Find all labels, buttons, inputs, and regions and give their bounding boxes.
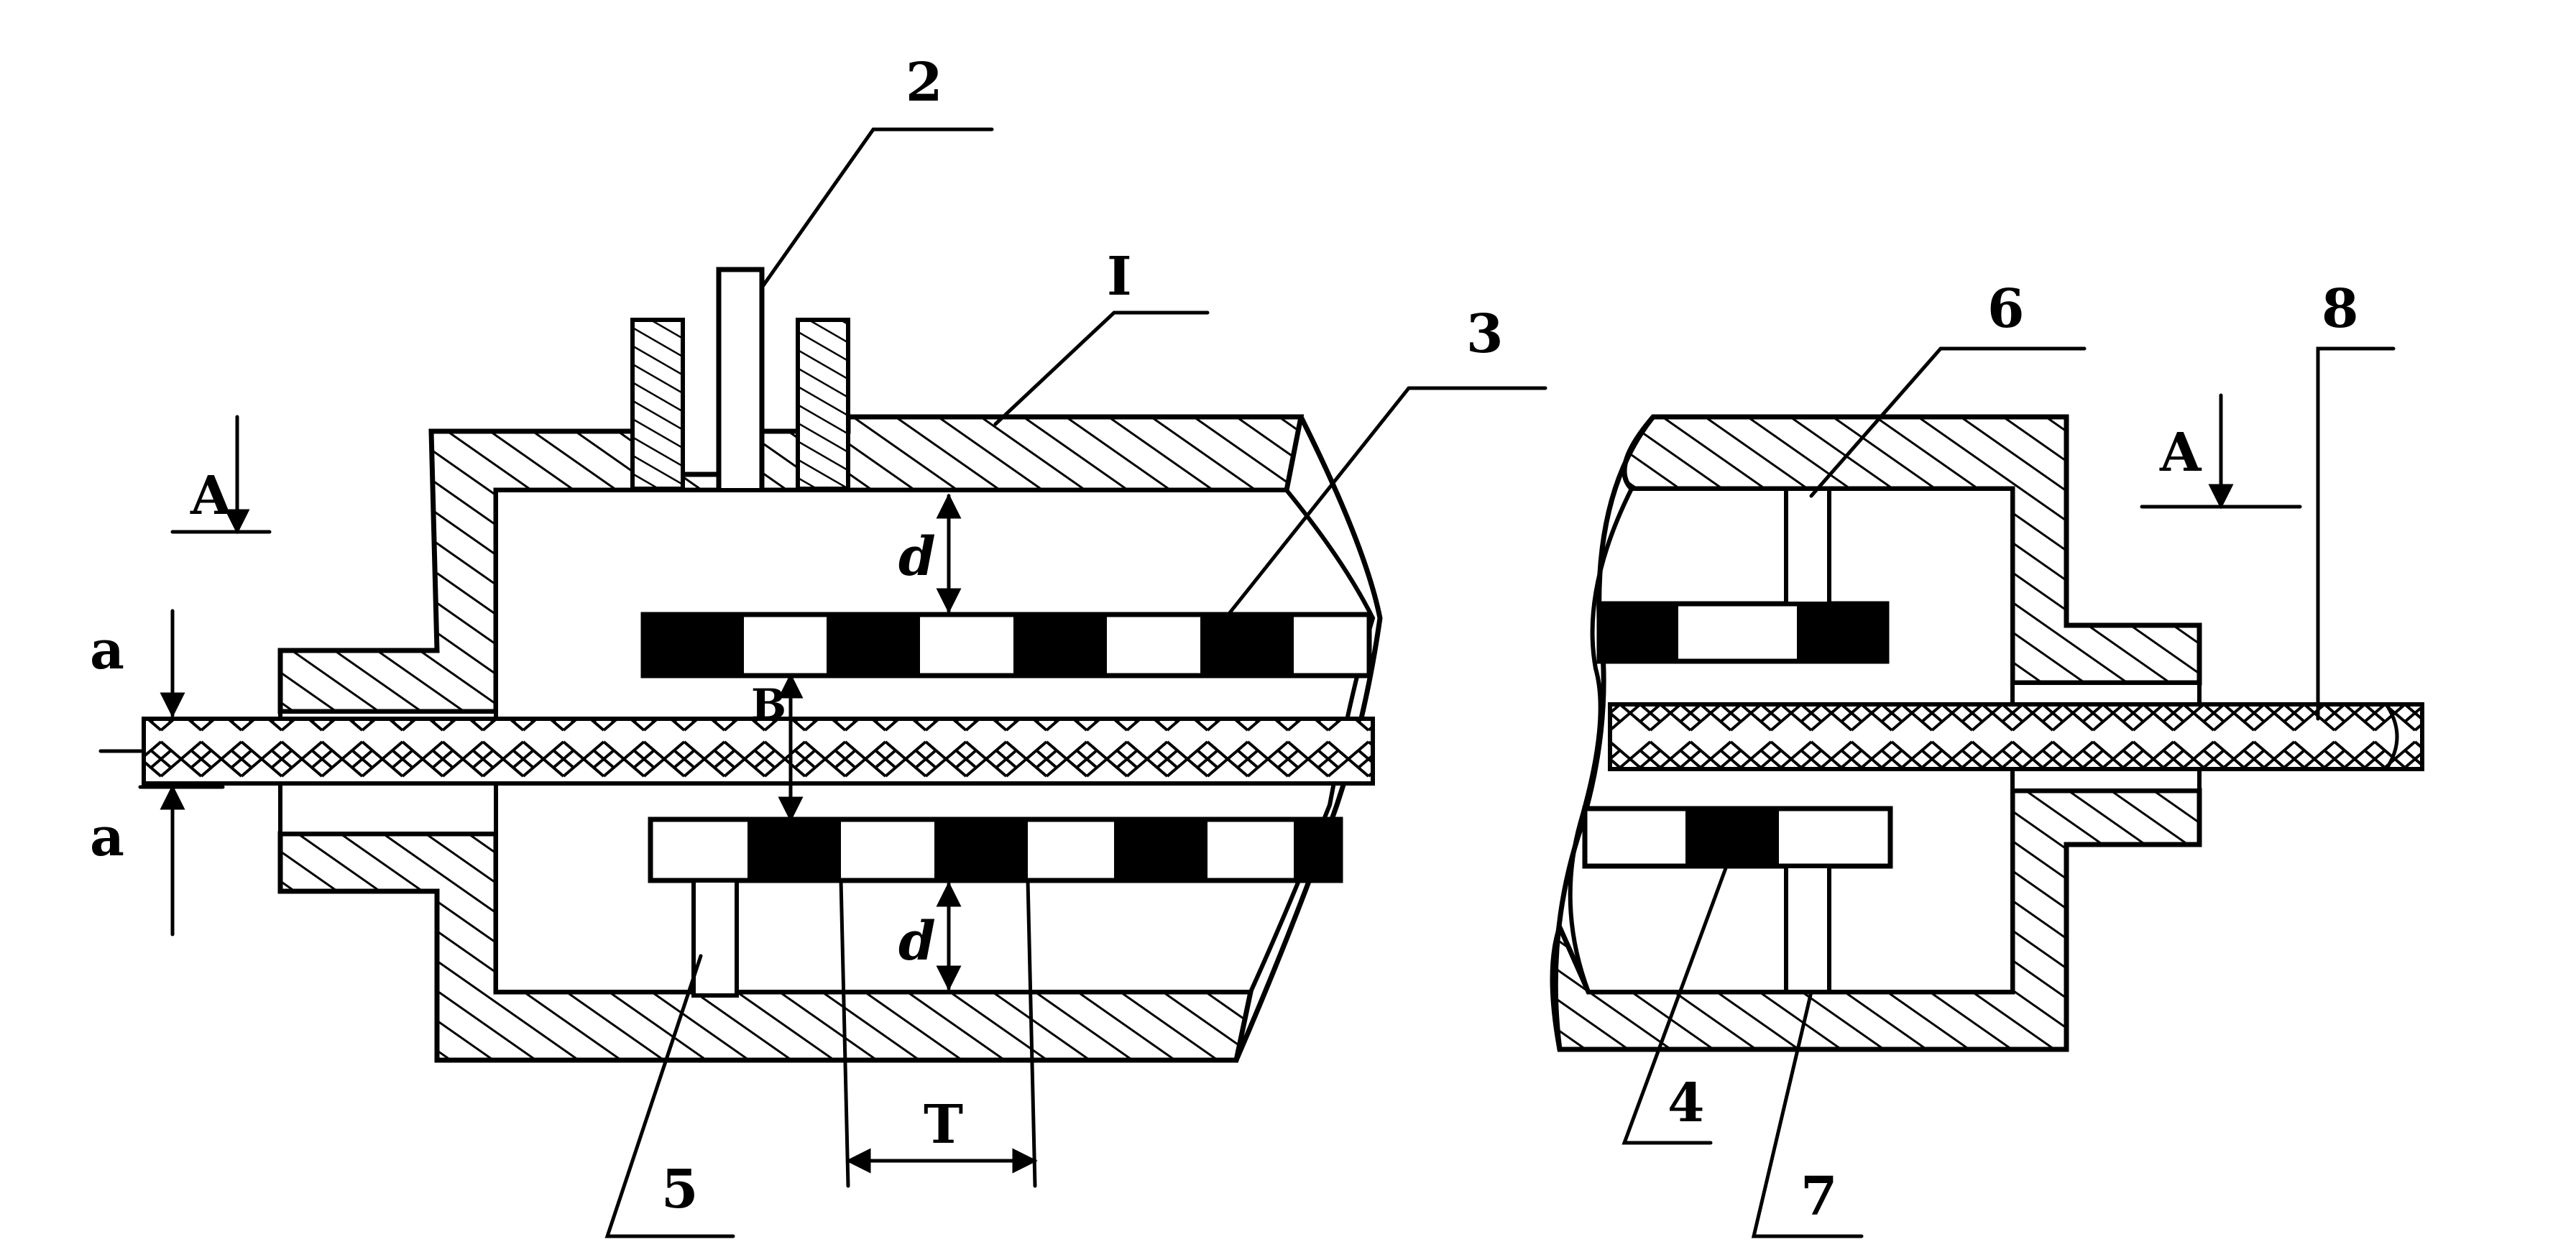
label-dim-a-top: a: [90, 620, 124, 681]
label-section-A-left: A: [190, 465, 233, 527]
label-dim-d-bottom: d: [898, 911, 936, 972]
lower-grating-strip: [648, 816, 1343, 883]
right-support-post-top: [1784, 487, 1831, 606]
right-support-post-bottom: [1784, 864, 1831, 994]
leader-2: [760, 127, 994, 290]
right-upper-strip: [1596, 601, 1890, 664]
leader-3: [1223, 386, 1547, 620]
label-section-A-right: A: [2159, 422, 2202, 484]
optical-fiber-left: [142, 717, 1375, 786]
upper-grating-strip: [640, 612, 1372, 678]
leader-4: [1622, 839, 1738, 1145]
support-post-left: [691, 878, 739, 998]
leader-I: [993, 310, 1210, 426]
label-part-7: 7: [1800, 1166, 1838, 1228]
label-part-2: 2: [906, 52, 943, 114]
label-part-5: 5: [661, 1159, 699, 1220]
leader-8: [2316, 346, 2396, 721]
label-dim-a-bottom: a: [90, 806, 124, 868]
label-part-6: 6: [1987, 278, 2025, 340]
label-dim-d-top: d: [898, 526, 936, 588]
right-lower-strip: [1582, 806, 1893, 869]
left-flange-right: [796, 318, 850, 491]
leader-7: [1751, 990, 1864, 1238]
right-break-line: [1552, 414, 1656, 1052]
label-part-3: 3: [1466, 303, 1504, 365]
leader-5: [604, 954, 735, 1238]
left-flange-left: [630, 318, 685, 491]
dim-T-ext-right: [1026, 878, 1037, 1188]
dim-T-ext-left: [839, 878, 850, 1188]
label-part-4: 4: [1668, 1072, 1705, 1134]
label-part-8: 8: [2322, 278, 2359, 340]
leader-6: [1809, 346, 2087, 498]
label-dim-B: B: [751, 680, 786, 729]
fiber-right-end: [2384, 702, 2399, 771]
optical-fiber-right: [1608, 702, 2424, 771]
label-dim-T: T: [924, 1094, 963, 1156]
label-part-I: I: [1107, 246, 1132, 308]
